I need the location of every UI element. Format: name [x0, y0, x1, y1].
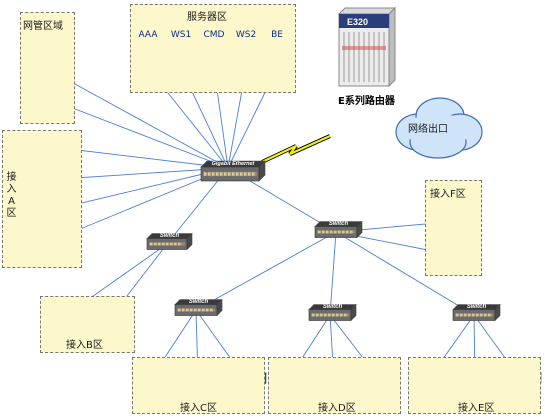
- zone-access-f: [425, 180, 482, 276]
- access-b-zone-label: 接入B区: [66, 340, 103, 351]
- switch-d-label: Switch: [323, 304, 343, 310]
- e320-router: E320: [335, 6, 397, 92]
- switch-c-label: Switch: [189, 299, 209, 305]
- zone-access-c: [132, 357, 265, 414]
- link-switch-d: [329, 231, 337, 316]
- zone-access-d: [268, 357, 401, 414]
- link-switch-e: [335, 231, 475, 316]
- access-e-zone-label: 接入E区: [458, 403, 495, 414]
- core-gigabit-switch: Gigabit Ethernet: [200, 160, 266, 182]
- server-label-cmd: CMD: [203, 30, 225, 40]
- core-gigabit-switch-label: Gigabit Ethernet: [212, 161, 256, 167]
- zone-mgmt: [20, 12, 75, 124]
- internet-cloud: [388, 92, 488, 166]
- zone-servers: [130, 4, 296, 93]
- zone-access-b: [40, 296, 135, 353]
- access-f-zone-label: 接入F区: [430, 189, 466, 200]
- switch-east: Switch: [314, 220, 363, 239]
- server-zone-label: 服务器区: [187, 12, 227, 23]
- router-model-label: E320: [347, 17, 368, 27]
- switch-west: Switch: [146, 232, 193, 251]
- wan-link: [261, 134, 331, 163]
- zone-access-e: [408, 357, 541, 414]
- link-switch-c: [195, 231, 337, 311]
- switch-west-label: Switch: [160, 233, 180, 239]
- switch-e: Switch: [452, 303, 501, 322]
- server-label-ws2: WS2: [235, 30, 257, 40]
- router-caption: E系列路由器: [338, 96, 395, 107]
- switch-east-label: Switch: [329, 221, 349, 227]
- server-label-ws1: WS1: [170, 30, 192, 40]
- switch-d: Switch: [308, 303, 357, 322]
- zone-access-a: [2, 130, 82, 268]
- server-label-be: BE: [271, 30, 283, 40]
- cloud-label: 网络出口: [408, 124, 448, 135]
- access-d-zone-label: 接入D区: [318, 403, 356, 414]
- server-label-aaa: AAA: [138, 30, 158, 40]
- mgmt-zone-label: 网管区域: [23, 21, 63, 32]
- switch-c: Switch: [174, 298, 223, 317]
- access-c-zone-label: 接入C区: [180, 403, 217, 414]
- switch-e-label: Switch: [467, 304, 487, 310]
